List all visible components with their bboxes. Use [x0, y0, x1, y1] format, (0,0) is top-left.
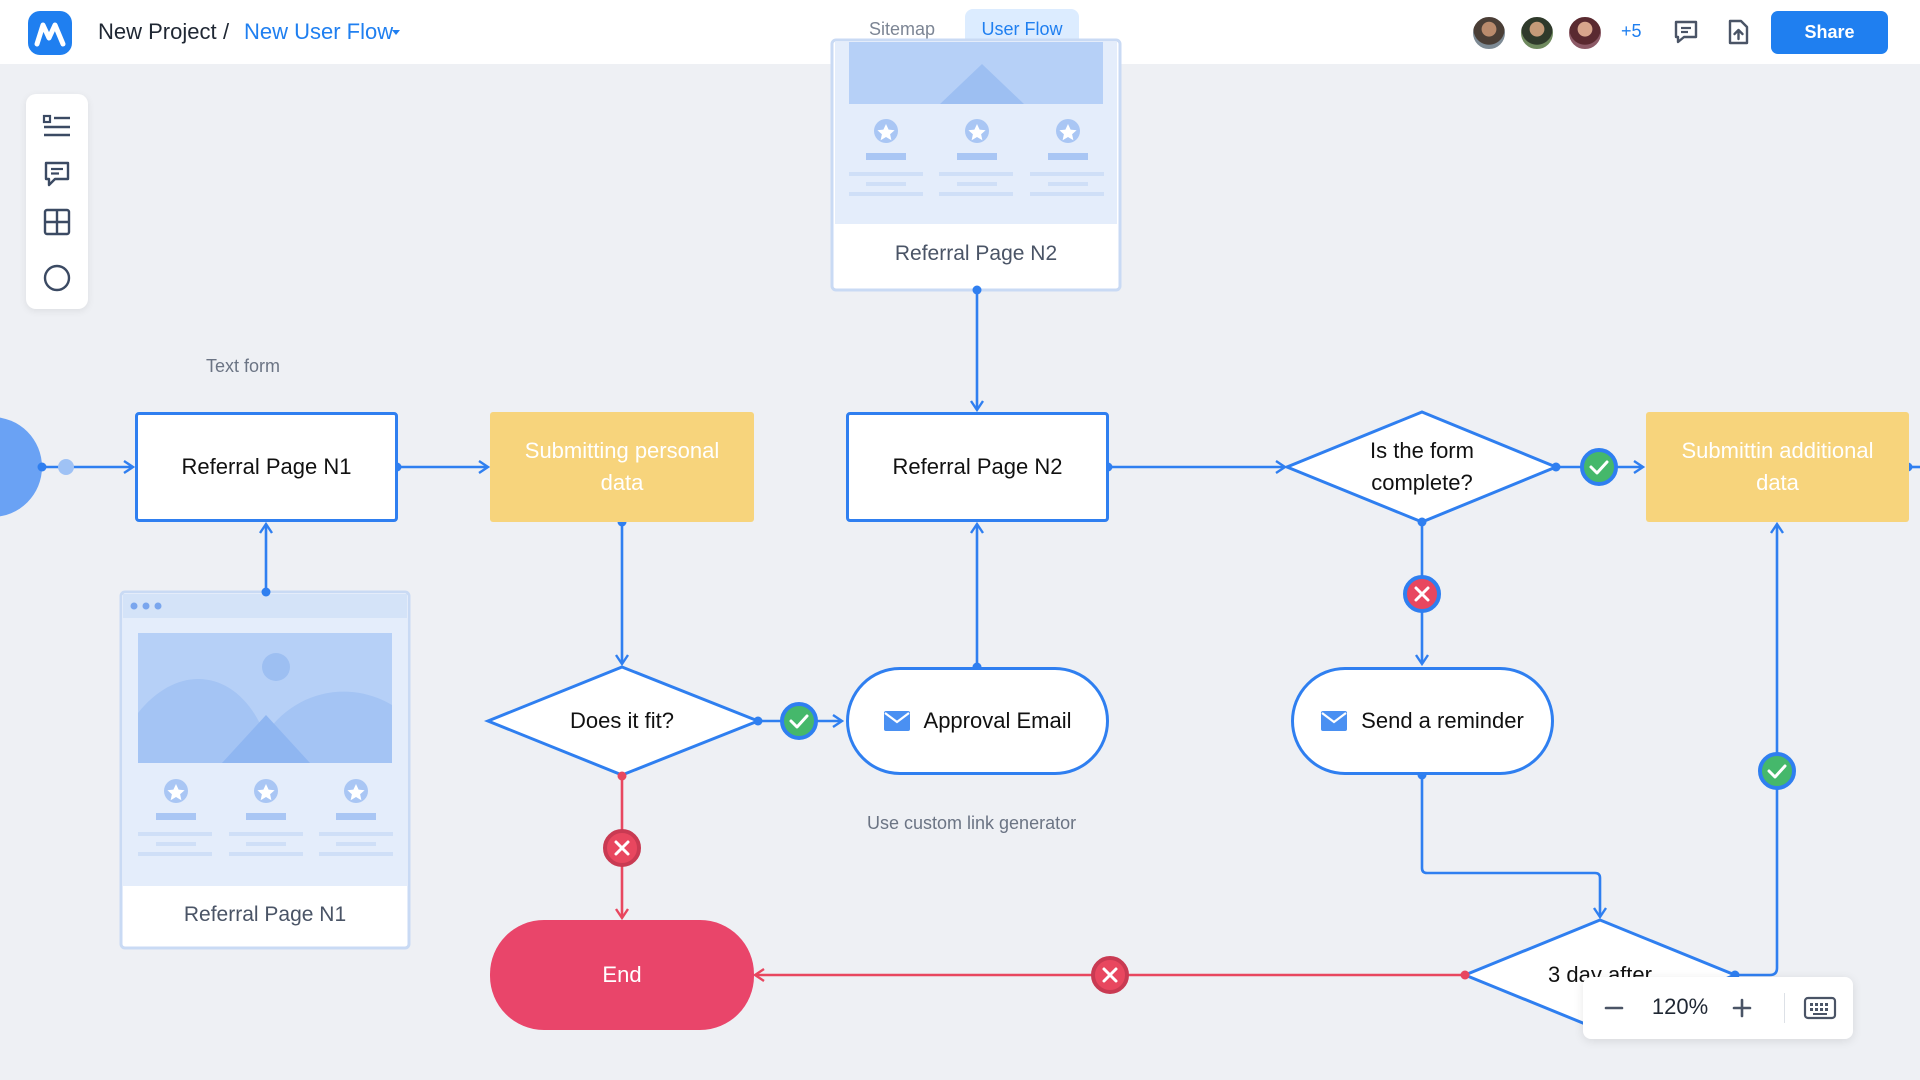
- decision-does-it-fit[interactable]: Does it fit?: [570, 708, 674, 733]
- left-toolbar: [26, 94, 88, 309]
- node-referral-page-n1[interactable]: Referral Page N1: [135, 412, 398, 522]
- node-label: Referral Page N2: [892, 454, 1063, 479]
- tab-user-flow[interactable]: User Flow: [965, 9, 1079, 49]
- custom-link-note: Use custom link generator: [867, 813, 1077, 833]
- page-preview-card-n1: [119, 590, 411, 950]
- zoom-controls: 120%: [1583, 977, 1853, 1039]
- node-label: Approval Email: [923, 708, 1072, 733]
- yes-badge: [1580, 448, 1618, 486]
- top-bar: New Project / New User Flow Sitemap User…: [0, 0, 1920, 64]
- no-badge: [1091, 956, 1129, 994]
- chevron-down-icon[interactable]: [392, 30, 400, 35]
- node-send-reminder[interactable]: Send a reminder: [1291, 667, 1554, 775]
- yes-badge: [780, 702, 818, 740]
- start-node: [0, 417, 42, 517]
- divider: [1784, 993, 1785, 1023]
- keyboard-icon[interactable]: [1803, 993, 1837, 1023]
- node-label: Send a reminder: [1361, 708, 1524, 733]
- export-icon[interactable]: [1722, 16, 1754, 48]
- node-label: Submitting personal data: [524, 438, 720, 495]
- zoom-in-icon[interactable]: [1727, 993, 1757, 1023]
- node-approval-email[interactable]: Approval Email: [846, 667, 1109, 775]
- logo-icon[interactable]: [28, 11, 72, 55]
- breadcrumb-current-flow[interactable]: New User Flow: [244, 19, 394, 44]
- list-icon[interactable]: [41, 110, 73, 142]
- more-collaborators-count[interactable]: +5: [1621, 21, 1642, 41]
- share-button[interactable]: Share: [1771, 11, 1888, 54]
- avatar[interactable]: [1567, 15, 1603, 51]
- breadcrumb-project[interactable]: New Project: [98, 19, 217, 44]
- tab-sitemap[interactable]: Sitemap: [868, 19, 936, 39]
- comment-icon[interactable]: [1670, 16, 1702, 48]
- node-label: End: [602, 962, 642, 987]
- avatar[interactable]: [1519, 15, 1555, 51]
- zoom-out-icon[interactable]: [1599, 993, 1629, 1023]
- no-badge: [1403, 575, 1441, 613]
- no-badge: [603, 829, 641, 867]
- card-label-referral-page-n2: Referral Page N2: [894, 242, 1058, 265]
- breadcrumb-separator: /: [223, 19, 230, 44]
- node-end[interactable]: End: [490, 920, 754, 1030]
- yes-badge: [1758, 752, 1796, 790]
- node-referral-page-n2[interactable]: Referral Page N2: [846, 412, 1109, 522]
- node-label: Submittin additional data: [1681, 438, 1874, 495]
- avatar[interactable]: [1471, 15, 1507, 51]
- mail-icon: [1321, 711, 1348, 731]
- card-label-referral-page-n1: Referral Page N1: [183, 903, 347, 926]
- zoom-level[interactable]: 120%: [1651, 994, 1709, 1019]
- comment-icon[interactable]: [41, 158, 73, 190]
- mail-icon: [883, 711, 910, 731]
- circle-tool-icon[interactable]: [41, 262, 73, 294]
- node-label: Referral Page N1: [181, 454, 352, 479]
- node-submitting-additional-data[interactable]: Submittin additional data: [1646, 412, 1909, 522]
- decision-form-complete[interactable]: Is the form complete?: [1370, 438, 1474, 495]
- grid-icon[interactable]: [41, 206, 73, 238]
- text-form-label: Text form: [206, 356, 281, 376]
- node-submitting-personal-data[interactable]: Submitting personal data: [490, 412, 754, 522]
